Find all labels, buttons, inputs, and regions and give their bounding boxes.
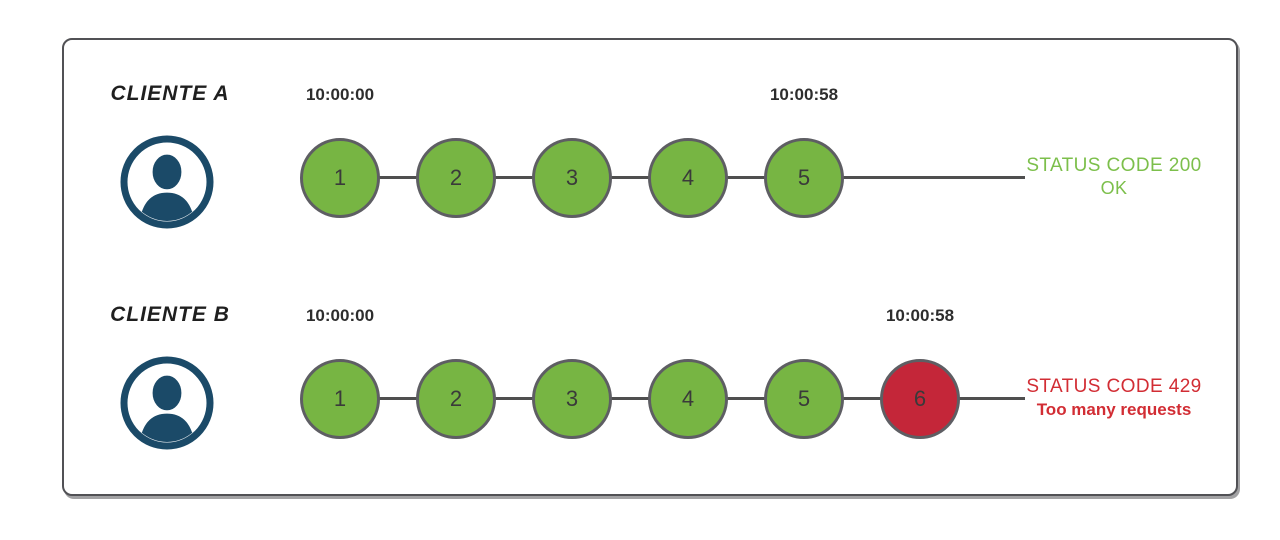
request-circle-2: 2	[416, 359, 496, 439]
request-circle-3: 3	[532, 359, 612, 439]
request-circle-1: 1	[300, 138, 380, 218]
request-number: 1	[333, 165, 347, 190]
request-number: 4	[681, 165, 695, 190]
request-number: 3	[565, 386, 579, 411]
status-code-text: STATUS CODE 429	[1026, 376, 1202, 397]
request-number: 5	[797, 165, 811, 190]
start-time-label: 10:00:00	[305, 306, 375, 325]
request-circle-4: 4	[648, 138, 728, 218]
status-label: STATUS CODE 429 Too many requests	[1008, 375, 1220, 421]
status-message-text: OK	[1100, 178, 1128, 198]
client-row: CLIENTE B 10:00:00 10:00:58 1 2 3 4 5 6 STATU…	[0, 276, 1280, 466]
request-circle-6: 6	[880, 359, 960, 439]
status-code-text: STATUS CODE 200	[1026, 155, 1202, 176]
request-circle-5: 5	[764, 138, 844, 218]
request-number: 6	[913, 386, 927, 411]
user-avatar-icon	[117, 132, 217, 232]
start-time-label: 10:00:00	[305, 85, 375, 104]
end-time-label: 10:00:58	[769, 85, 839, 104]
client-label: CLIENTE B	[110, 303, 230, 326]
request-circle-3: 3	[532, 138, 612, 218]
request-number: 5	[797, 386, 811, 411]
user-avatar-svg	[120, 356, 214, 450]
user-avatar-svg	[120, 135, 214, 229]
client-label: CLIENTE A	[110, 82, 230, 105]
request-number: 1	[333, 386, 347, 411]
request-circle-5: 5	[764, 359, 844, 439]
request-circle-4: 4	[648, 359, 728, 439]
request-number: 4	[681, 386, 695, 411]
end-time-label: 10:00:58	[885, 306, 955, 325]
client-row: CLIENTE A 10:00:00 10:00:58 1 2 3 4 5 STATUS…	[0, 55, 1280, 245]
diagram-frame	[62, 38, 1238, 496]
request-number: 3	[565, 165, 579, 190]
status-message-text: Too many requests	[1036, 400, 1192, 419]
request-circle-2: 2	[416, 138, 496, 218]
request-number: 2	[449, 165, 463, 190]
request-number: 2	[449, 386, 463, 411]
request-circle-1: 1	[300, 359, 380, 439]
status-label: STATUS CODE 200 OK	[1008, 154, 1220, 200]
user-avatar-icon	[117, 353, 217, 453]
